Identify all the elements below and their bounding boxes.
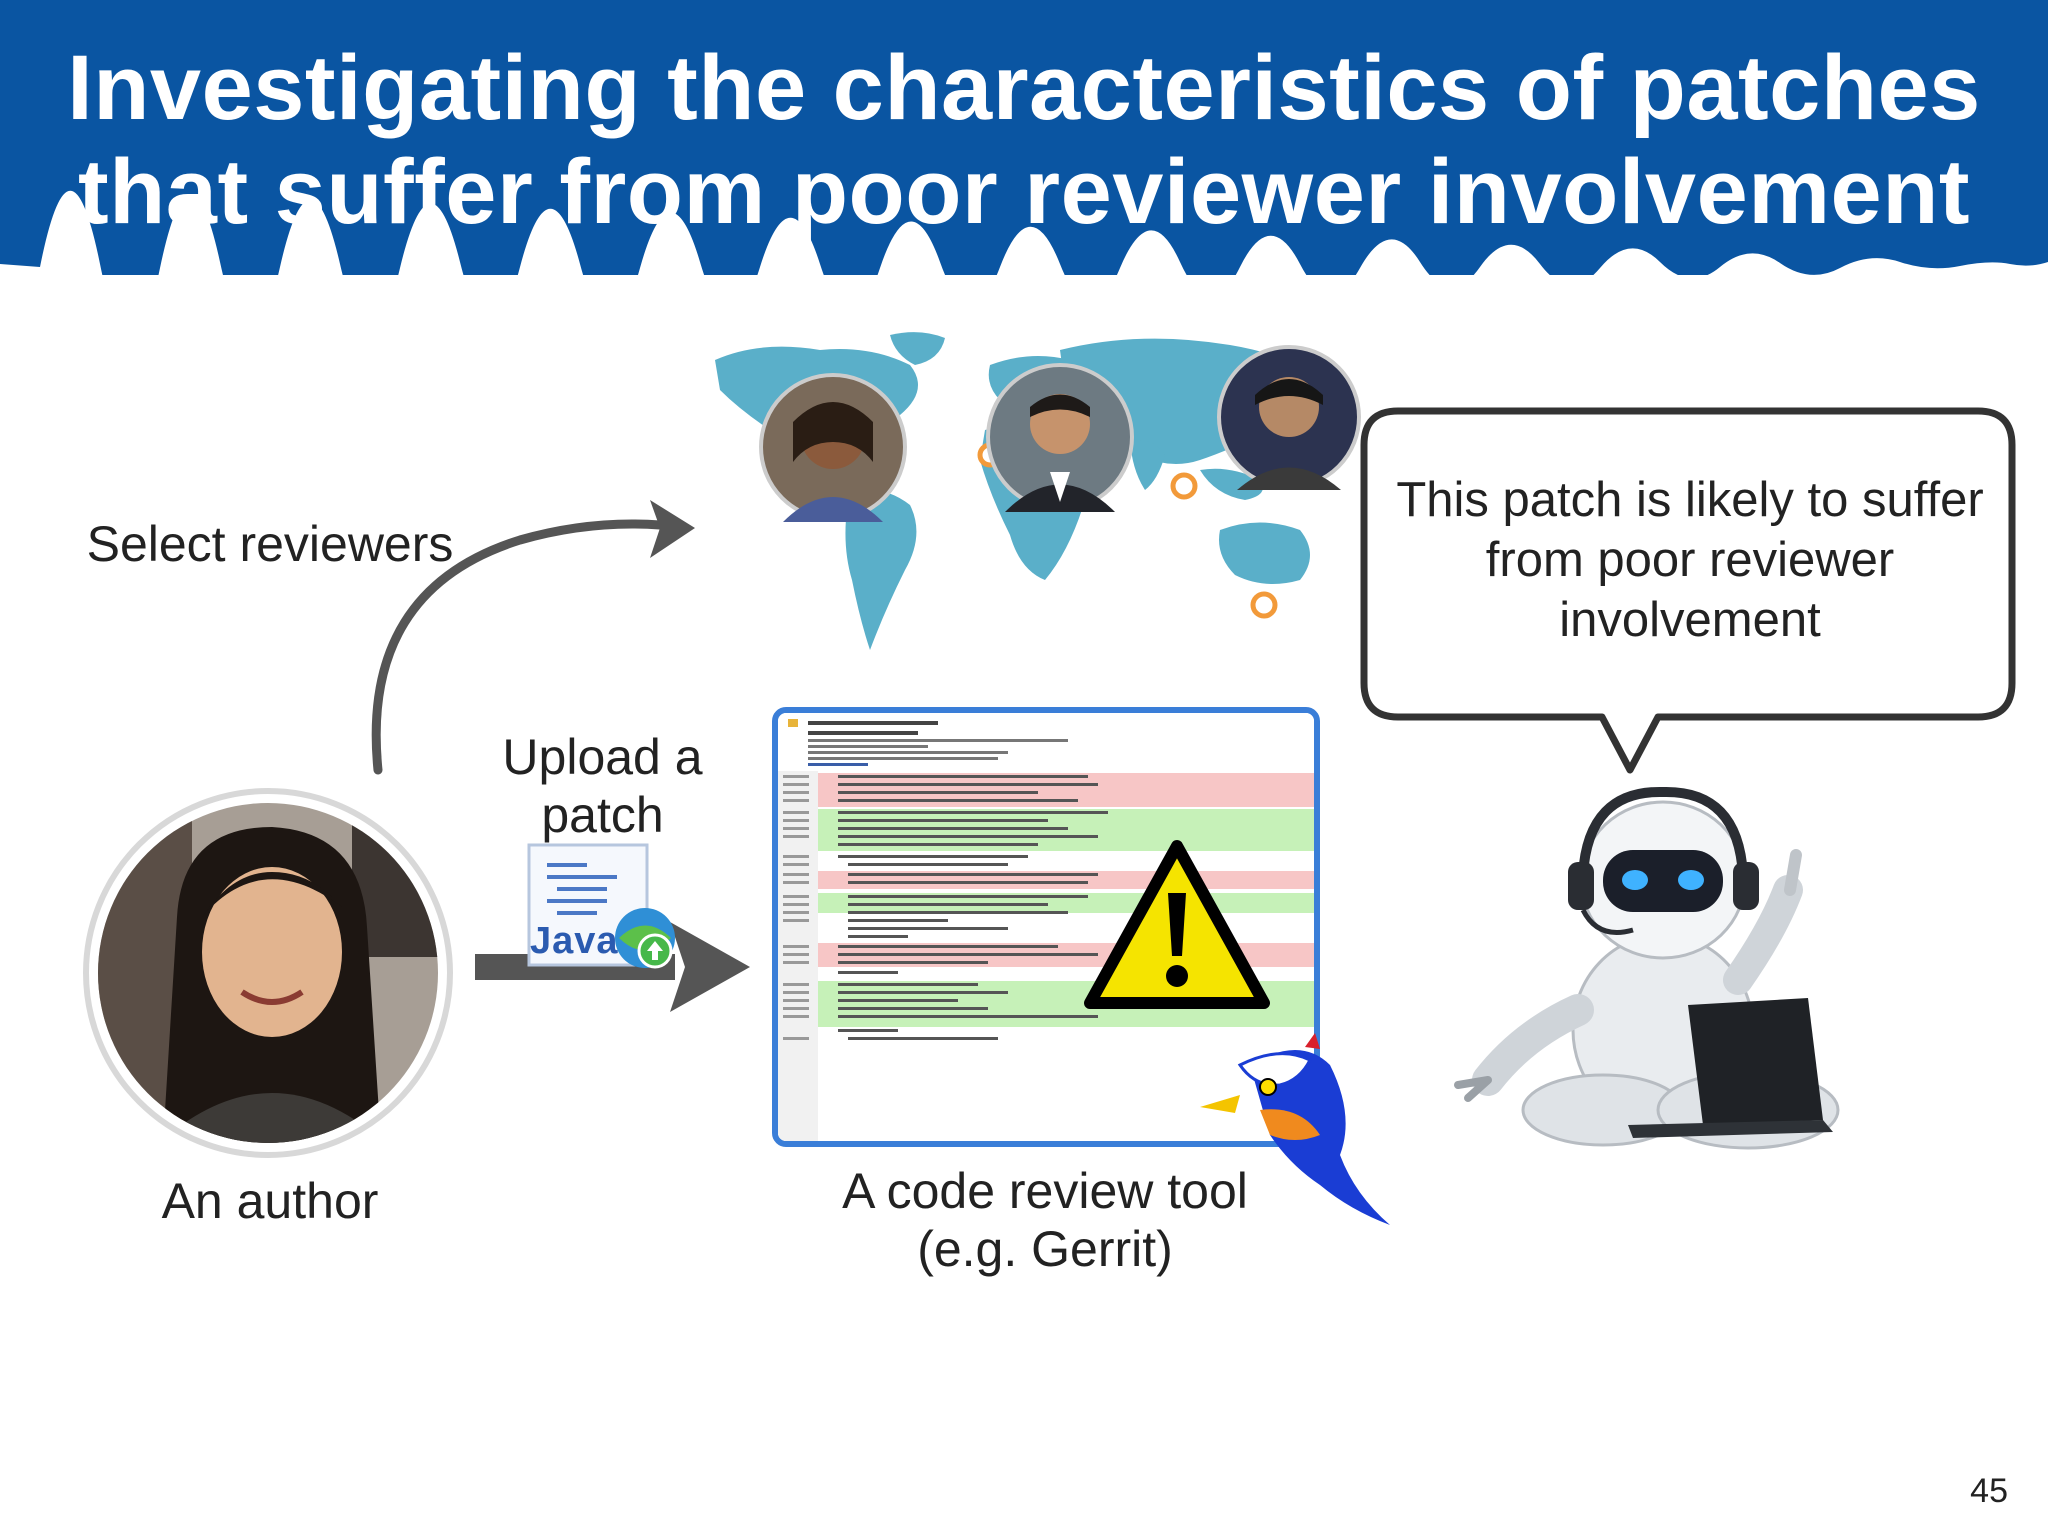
java-file-icon <box>527 843 675 969</box>
select-reviewers-label: Select reviewers <box>86 516 454 572</box>
slide-title: Investigating the characteristics of pat… <box>0 36 2048 244</box>
bubble-text: This patch is likely to suffer from poor… <box>1380 470 2000 650</box>
upload-patch-label: Upload a patch <box>480 728 725 844</box>
reviewer-avatar <box>759 373 907 522</box>
bubble-line-3: involvement <box>1559 593 1821 647</box>
author-avatar <box>83 788 453 1158</box>
bubble-line-1: This patch is likely to suffer <box>1396 473 1984 527</box>
select-reviewers-arrow <box>371 500 695 775</box>
reviewer-avatar <box>1217 345 1361 490</box>
tool-label-line-1: A code review tool <box>842 1163 1248 1219</box>
gerrit-bird-icon <box>1200 1033 1390 1225</box>
title-line-1: Investigating the characteristics of pat… <box>67 37 1981 139</box>
map-marker <box>1250 591 1278 619</box>
bubble-line-2: from poor reviewer <box>1485 533 1895 587</box>
warning-icon <box>1084 840 1270 1009</box>
map-marker <box>1170 472 1198 500</box>
upload-label-line-1: Upload a <box>502 729 703 785</box>
tool-label-line-2: (e.g. Gerrit) <box>917 1221 1173 1277</box>
upload-label-line-2: patch <box>541 787 664 843</box>
title-banner <box>0 0 2048 275</box>
robot-icon <box>1454 786 1840 1150</box>
title-line-2: that suffer from poor reviewer involveme… <box>77 141 1971 243</box>
code-review-tool-label: A code review tool (e.g. Gerrit) <box>800 1162 1290 1278</box>
page-number: 45 <box>1970 1472 2008 1510</box>
reviewer-avatar <box>986 363 1134 512</box>
java-file-text: Java <box>530 920 619 962</box>
author-label: An author <box>161 1173 379 1229</box>
speech-bubble <box>1360 407 2016 774</box>
